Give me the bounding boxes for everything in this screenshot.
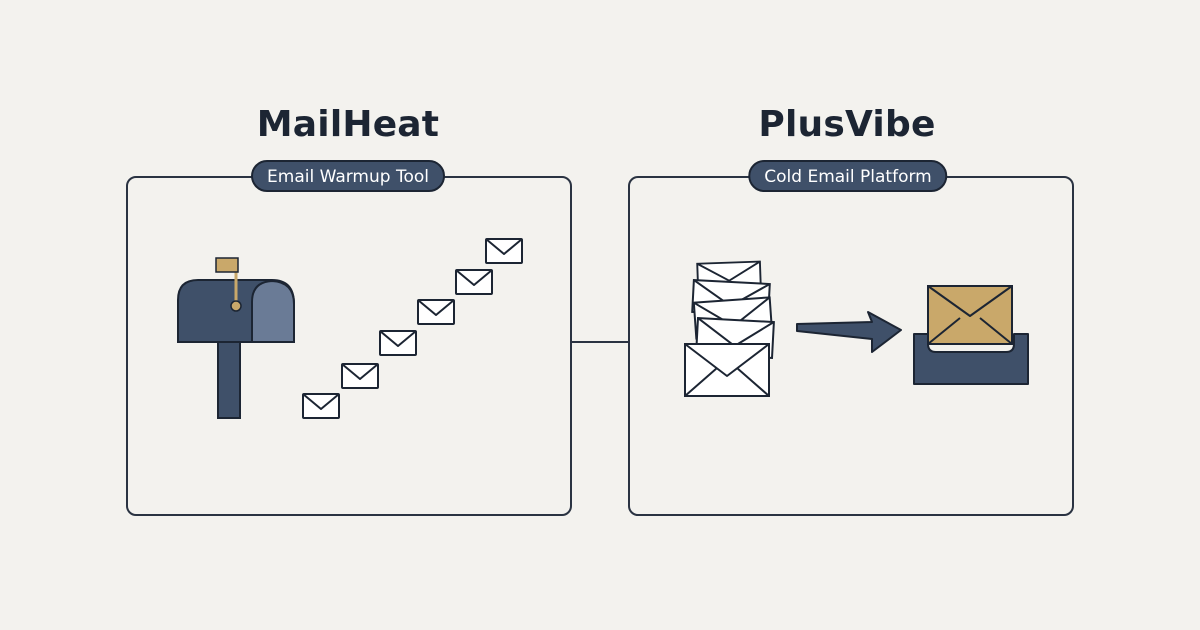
mailheat-tag-badge: Email Warmup Tool [251, 160, 445, 192]
inbox-tray-icon [913, 285, 1029, 385]
envelope-icon [302, 238, 523, 419]
plusvibe-tag-badge: Cold Email Platform [748, 160, 948, 192]
mailheat-title: MailHeat [256, 104, 440, 145]
plusvibe-title: PlusVibe [758, 104, 936, 145]
arrow-right-icon [796, 311, 902, 353]
envelope-stack-icon [684, 260, 775, 397]
panel-connector-line [572, 341, 628, 343]
mailbox-icon [177, 257, 295, 419]
